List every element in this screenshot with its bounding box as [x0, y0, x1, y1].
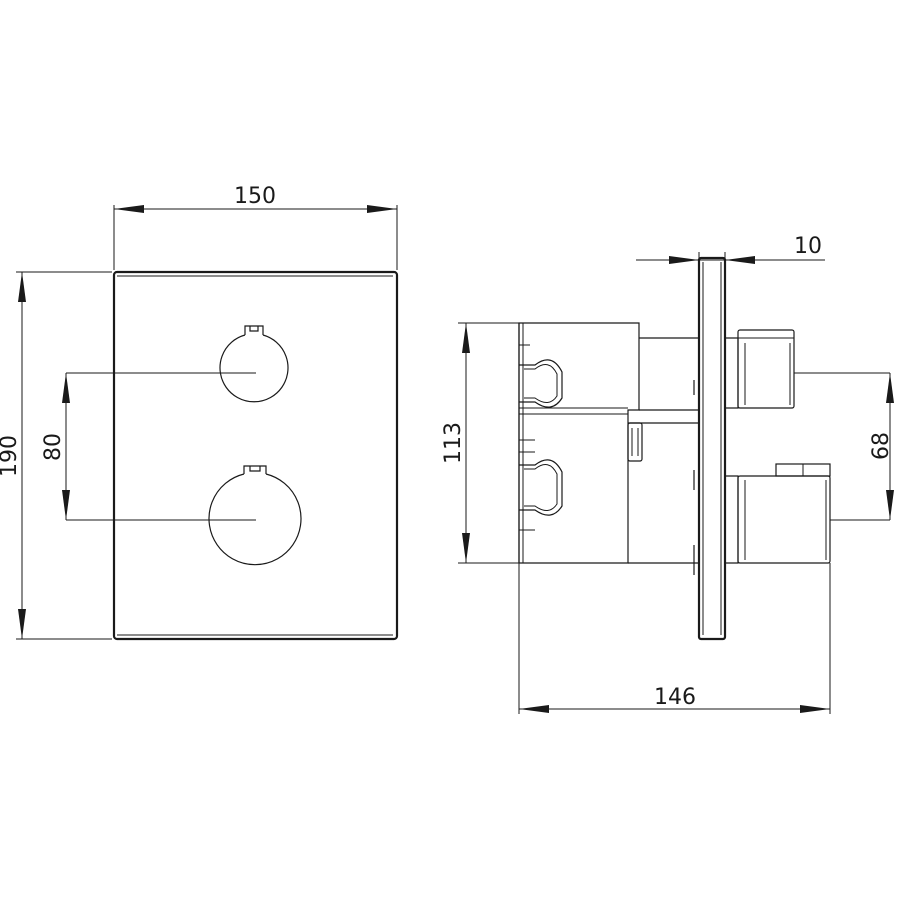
dimension-plate-label: 10 [794, 234, 822, 259]
lower-knob-side [725, 463, 890, 564]
side-wall-plate [697, 256, 727, 641]
dimension-offset-label: 68 [869, 432, 894, 460]
rear-connectors [519, 344, 563, 531]
lower-handle [66, 465, 302, 566]
dimension-length: 146 [518, 563, 831, 714]
upper-knob-side [725, 329, 890, 409]
dimension-spacing: 80 [41, 373, 70, 520]
front-view: 150 190 80 [0, 184, 399, 641]
dimension-length-label: 146 [654, 685, 696, 710]
dimension-width: 150 [113, 184, 398, 270]
dimension-depth-label: 113 [441, 422, 466, 464]
dimension-plate: 10 [636, 234, 825, 264]
upper-handle [66, 325, 289, 403]
front-faceplate [112, 270, 399, 641]
dimension-height: 190 [0, 271, 112, 640]
dimension-offset: 68 [869, 373, 894, 520]
valve-body [518, 322, 699, 575]
dimension-height-label: 190 [0, 435, 22, 477]
dimension-depth: 113 [441, 322, 519, 564]
side-view: 10 113 68 146 [441, 234, 894, 714]
dimension-spacing-label: 80 [41, 433, 66, 461]
dimension-width-label: 150 [234, 184, 276, 209]
